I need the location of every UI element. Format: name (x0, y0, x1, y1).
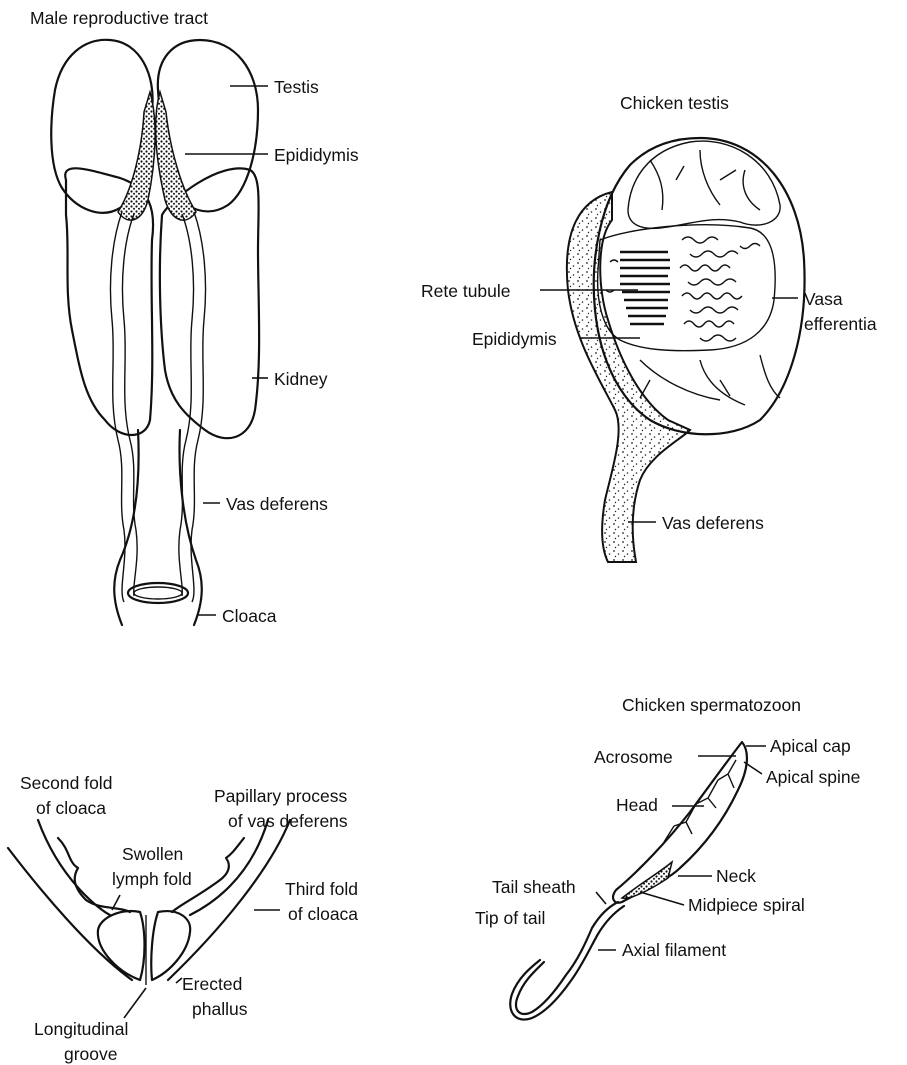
chicken-testis-panel: Chicken testis (421, 93, 877, 562)
label-testis-epididymis: Epididymis (472, 329, 557, 349)
rete-tubule-lines (620, 252, 670, 324)
cloaca-detail-panel: Second fold of cloaca Papillary process … (8, 773, 358, 1064)
right-epididymis (156, 92, 196, 220)
label-kidney: Kidney (274, 369, 328, 389)
label-testis-vas-deferens: Vas deferens (662, 513, 764, 533)
testis-blood-vessels (640, 150, 780, 405)
testis-epididymis-band (567, 192, 690, 562)
label-second-fold-line2: of cloaca (36, 798, 106, 818)
label-head: Head (616, 795, 658, 815)
label-apical-spine: Apical spine (766, 767, 860, 787)
label-vasa-line2: efferentia (804, 314, 877, 334)
label-third-fold-line1: Third fold (285, 879, 358, 899)
male-tract-title: Male reproductive tract (30, 8, 208, 28)
testis-upper-lobe (628, 141, 780, 228)
label-swollen-line1: Swollen (122, 844, 183, 864)
label-swollen-line2: lymph fold (112, 869, 192, 889)
label-vasa-line1: Vasa (804, 289, 843, 309)
label-second-fold-line1: Second fold (20, 773, 112, 793)
label-erected-line2: phallus (192, 999, 248, 1019)
chicken-testis-title: Chicken testis (620, 93, 729, 113)
label-longitudinal-line1: Longitudinal (34, 1019, 128, 1039)
label-axial-filament: Axial filament (622, 940, 726, 960)
label-erected-line1: Erected (182, 974, 242, 994)
label-neck: Neck (716, 866, 756, 886)
label-tail-sheath: Tail sheath (492, 877, 576, 897)
label-acrosome: Acrosome (594, 747, 673, 767)
label-tip-of-tail: Tip of tail (475, 908, 545, 928)
label-midpiece-spiral: Midpiece spiral (688, 895, 805, 915)
label-rete-tubule: Rete tubule (421, 281, 511, 301)
label-apical-cap: Apical cap (770, 736, 851, 756)
third-fold-outer-right (168, 820, 290, 980)
spermatozoon-title: Chicken spermatozoon (622, 695, 801, 715)
erected-phallus-right (151, 911, 190, 980)
cloaca-ring (128, 583, 188, 603)
rete-region (598, 225, 776, 351)
label-vas-deferens: Vas deferens (226, 494, 328, 514)
midpiece-spiral (622, 862, 672, 898)
label-epididymis: Epididymis (274, 145, 359, 165)
label-testis: Testis (274, 77, 319, 97)
label-third-fold-line2: of cloaca (288, 904, 358, 924)
label-papillary-line2: of vas deferens (228, 811, 348, 831)
spermatozoon-panel: Chicken spermatozoon Acrosome Apical cap… (475, 695, 860, 1020)
label-papillary-line1: Papillary process (214, 786, 347, 806)
label-cloaca: Cloaca (222, 606, 277, 626)
male-tract-panel: Male reproductive tract Testis Epididymi… (30, 8, 359, 626)
erected-phallus-left (98, 911, 145, 980)
label-longitudinal-line2: groove (64, 1044, 118, 1064)
